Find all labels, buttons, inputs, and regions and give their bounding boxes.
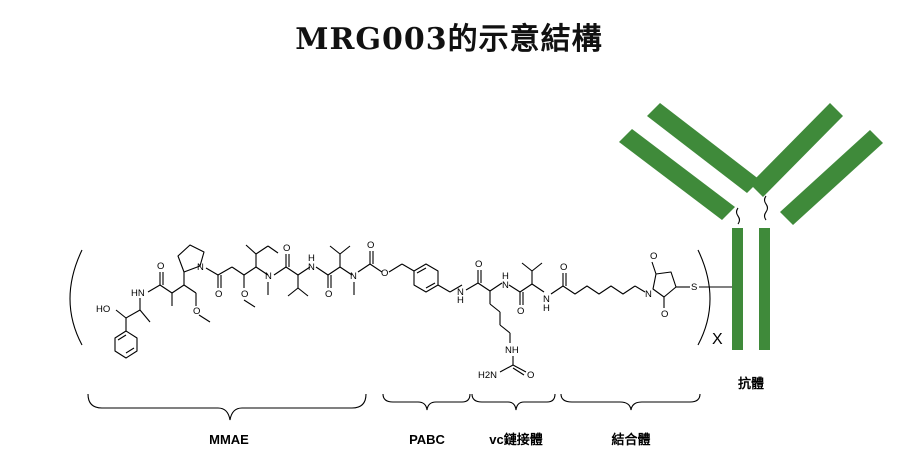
urea-o-label: O: [527, 370, 534, 381]
vc-linker-structure: O NH H2N O N H O N H: [465, 259, 550, 381]
left-hinge-linker: [735, 207, 741, 225]
vc-carbonyl-o-label-2: O: [517, 306, 524, 317]
amine-n-label-2: N: [350, 271, 357, 282]
methoxy-o-label-1: O: [193, 306, 200, 317]
thioether-s-label: S: [691, 282, 697, 293]
methoxy-o-label-2: O: [241, 289, 248, 300]
antibody-label: 抗體: [738, 376, 764, 391]
right-hinge-linker: [763, 195, 769, 221]
pabc-n-label: N: [457, 287, 464, 298]
amide-h-label-2: H: [308, 253, 315, 264]
caproyl-chain: [562, 285, 636, 295]
amide-n-label-2: N: [308, 262, 315, 273]
carbonyl-o-label-1: O: [157, 261, 164, 272]
antibody-right-outer-arm: [750, 103, 843, 197]
vc-amide-n-label: N: [502, 280, 509, 291]
conjugation-label: 結合體: [611, 432, 650, 447]
antibody-illustration: [619, 103, 883, 350]
vc-carbonyl-o-label-1: O: [475, 259, 482, 270]
amine-n-label-1: N: [265, 271, 272, 282]
carbamate-o-label-1: O: [367, 240, 374, 251]
antibody-right-fc-chain: [759, 228, 770, 350]
succinimide-o-label-1: O: [650, 251, 657, 262]
left-parenthesis: [69, 249, 83, 346]
conjugation-brace: [560, 393, 701, 411]
pabc-structure: H N: [388, 263, 464, 306]
succinimide-o-label-2: O: [661, 309, 668, 320]
antibody-left-fc-chain: [732, 228, 743, 350]
succinimide-ring: [652, 271, 677, 298]
pyrrolidine-ring: [177, 244, 205, 273]
amide-nh-label-1: HN: [131, 288, 145, 299]
page-title: MRG003的示意結構: [295, 22, 603, 57]
conjugation-structure: O N O O S: [550, 251, 732, 320]
vc-amide-h-label: H: [502, 271, 509, 282]
citrulline-nh-label: NH: [505, 345, 519, 356]
mmae-structure: HO HN O O N O O N: [96, 240, 388, 359]
carbamate-o-label-2: O: [381, 268, 388, 279]
carbonyl-o-label-2: O: [215, 289, 222, 300]
mmae-brace: [87, 393, 367, 421]
valine-n-label: N: [543, 294, 550, 305]
hydroxyl-label: HO: [96, 304, 110, 315]
pabc-brace: [382, 393, 471, 411]
succinimide-n-label: N: [645, 289, 652, 300]
carbonyl-o-label-3: O: [283, 243, 290, 254]
vc-linker-label: vc鏈接體: [489, 432, 542, 447]
pabc-label: PABC: [409, 432, 445, 447]
mc-carbonyl-o-label: O: [560, 262, 567, 273]
drug-multiplier: X: [712, 331, 723, 348]
urea-h2n-label: H2N: [478, 370, 497, 381]
antibody-left-outer-arm: [647, 103, 760, 193]
pabc-nh-label: H: [457, 295, 464, 306]
valine-h-label: H: [543, 303, 550, 314]
vc-linker-brace: [471, 393, 556, 411]
antibody-right-heavy-arm: [780, 130, 883, 225]
mmae-label: MMAE: [209, 432, 249, 447]
right-parenthesis: [697, 249, 711, 346]
carbonyl-o-label-4: O: [325, 289, 332, 300]
pyrrolidine-n-label: N: [197, 262, 204, 273]
antibody-left-heavy-arm: [619, 129, 735, 220]
